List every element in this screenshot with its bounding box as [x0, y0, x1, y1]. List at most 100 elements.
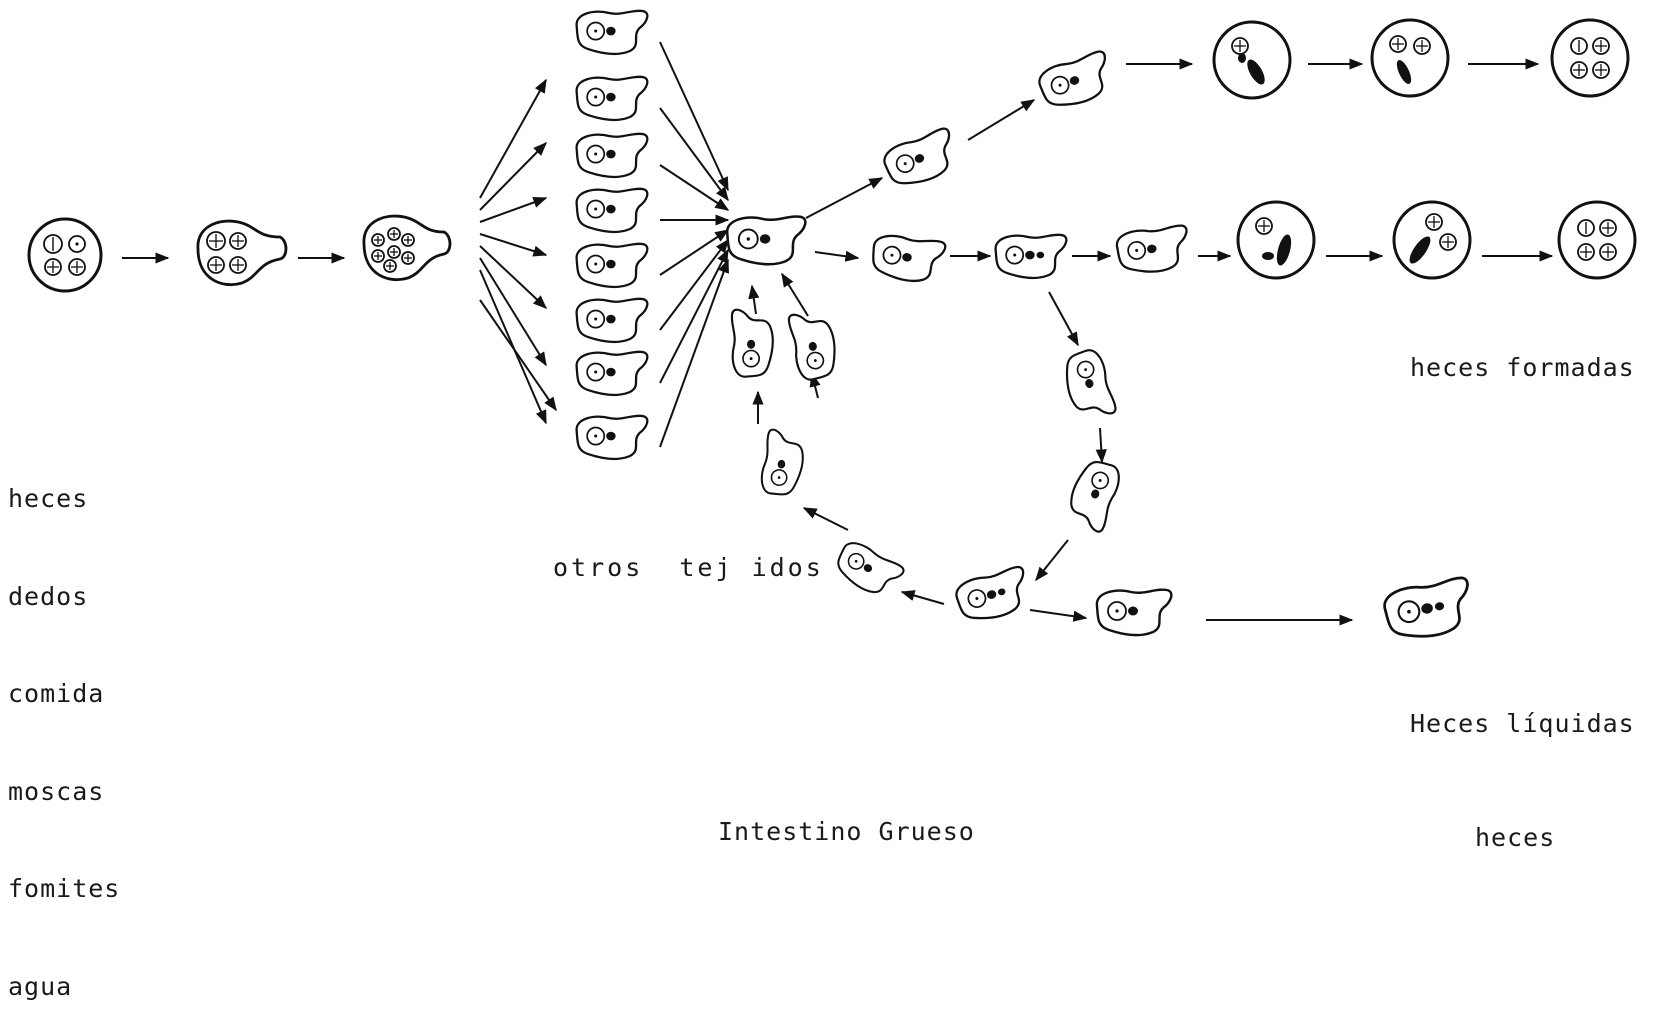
flow-arrow — [900, 590, 945, 605]
ingested-particle — [606, 92, 616, 102]
metacystic-trophozoite — [575, 297, 649, 344]
metacystic-trophozoite — [575, 132, 649, 179]
other-tissues-label: otros tej idos — [553, 553, 824, 582]
cyst-upper-mature — [1550, 18, 1630, 98]
cyst-mid-mature — [1557, 200, 1637, 280]
ingested-particle — [606, 431, 616, 441]
ingested-particle — [863, 564, 873, 573]
flow-arrow — [802, 507, 849, 531]
metacystic-amoeba — [362, 214, 452, 281]
trophozoite-loop-2 — [1070, 460, 1120, 533]
trophozoite-loop-6 — [730, 308, 774, 378]
trophozoite-mid-1 — [872, 234, 947, 283]
ingested-particle — [606, 367, 616, 377]
ingested-particle — [914, 154, 925, 163]
trophozoite-mid-3 — [1115, 224, 1188, 273]
flow-arrow — [479, 299, 557, 412]
ingested-particle — [759, 234, 771, 244]
flow-arrow — [1029, 609, 1088, 622]
chromatoid-bar — [1396, 60, 1412, 84]
arrows-layer — [122, 41, 1554, 626]
chromatoid-bar — [1409, 236, 1431, 264]
trophozoite-upper-1 — [883, 127, 951, 185]
trophozoite-loop-3 — [955, 565, 1025, 620]
source-item: heces — [8, 484, 89, 513]
trophozoite-loop-1 — [1065, 349, 1117, 415]
life-cycle-diagram — [27, 9, 1637, 638]
ingested-particle — [777, 459, 786, 469]
ingested-particle — [606, 149, 616, 159]
metacystic-trophozoite — [575, 75, 649, 122]
flow-arrow — [479, 245, 548, 309]
metacystic-trophozoite — [575, 350, 649, 397]
ingested-particle — [986, 590, 997, 599]
flow-arrow — [659, 238, 729, 331]
flow-arrow — [659, 41, 729, 192]
source-item: fomites — [8, 874, 121, 903]
flow-arrow — [479, 197, 548, 223]
ingested-particle — [606, 26, 616, 36]
ingested-particle — [747, 339, 756, 349]
flow-arrow — [479, 257, 547, 367]
chromatoid-bar — [1262, 252, 1274, 260]
large-intestine-label: Intestino Grueso — [718, 817, 975, 846]
metacystic-trophozoite — [575, 187, 649, 234]
ingested-particle — [1025, 250, 1035, 260]
flow-arrow — [1048, 291, 1079, 347]
source-item: dedos — [8, 581, 89, 611]
flow-arrow — [814, 250, 860, 262]
flow-arrow — [748, 284, 760, 315]
source-item: comida — [8, 679, 105, 708]
cyst-upper-binucleate — [1370, 18, 1450, 98]
infection-sources-list: heces dedos comida moscas fomites agua — [8, 418, 120, 1036]
flow-arrow — [479, 78, 547, 199]
trophozoite-upper-2 — [1038, 50, 1107, 106]
trophozoite-loop-7 — [787, 313, 836, 381]
ingested-particle — [1091, 489, 1100, 499]
flow-arrow — [479, 142, 547, 211]
ingested-particle — [1128, 606, 1138, 616]
flow-arrow — [659, 107, 729, 202]
trophozoite-loop-5 — [760, 428, 804, 496]
excysting-metacyst — [196, 219, 288, 286]
ingested-particle — [808, 341, 817, 351]
chromatoid-bar — [1276, 234, 1292, 266]
source-item: moscas — [8, 776, 105, 806]
liquid-stool-label: Heces líquidas — [1410, 709, 1635, 738]
cyst-mid-binucleate — [1392, 200, 1472, 280]
flow-arrow — [1095, 427, 1107, 464]
flow-arrow — [479, 233, 548, 257]
ingested-particle — [902, 253, 912, 262]
flow-arrow — [659, 258, 729, 448]
flow-arrow — [805, 177, 884, 219]
stool-label: heces — [1475, 823, 1556, 852]
flow-arrow — [659, 164, 730, 211]
metacystic-trophozoite — [575, 242, 649, 289]
flow-arrow — [659, 229, 730, 276]
ingested-particle — [606, 204, 616, 214]
trophozoite-loop-4 — [837, 542, 905, 594]
metacystic-trophozoite — [575, 414, 649, 461]
trophozoite-liquid-2 — [1383, 576, 1469, 638]
cells-layer — [27, 9, 1637, 638]
ingested-particle — [1085, 379, 1094, 388]
ingested-particle — [1421, 603, 1433, 614]
ingested-cyst — [27, 217, 103, 293]
ingested-particle — [606, 314, 616, 324]
precyst-upper — [1212, 20, 1292, 100]
ingested-particle — [606, 259, 616, 269]
precyst-mid — [1236, 200, 1316, 280]
trophozoite-liquid-1 — [1095, 588, 1173, 637]
trophozoite-center — [726, 215, 807, 266]
metacystic-trophozoite — [575, 9, 649, 56]
ingested-particle — [1069, 76, 1080, 85]
flow-arrow — [1035, 539, 1069, 582]
formed-stool-label: heces formadas — [1410, 353, 1635, 382]
ingested-particle — [1147, 244, 1157, 254]
trophozoite-mid-2 — [994, 233, 1068, 280]
flow-arrow — [659, 248, 729, 384]
chromatoid-bar — [1238, 53, 1246, 63]
source-item: agua — [8, 971, 73, 1001]
flow-arrow — [781, 272, 809, 317]
flow-arrow — [967, 99, 1036, 141]
